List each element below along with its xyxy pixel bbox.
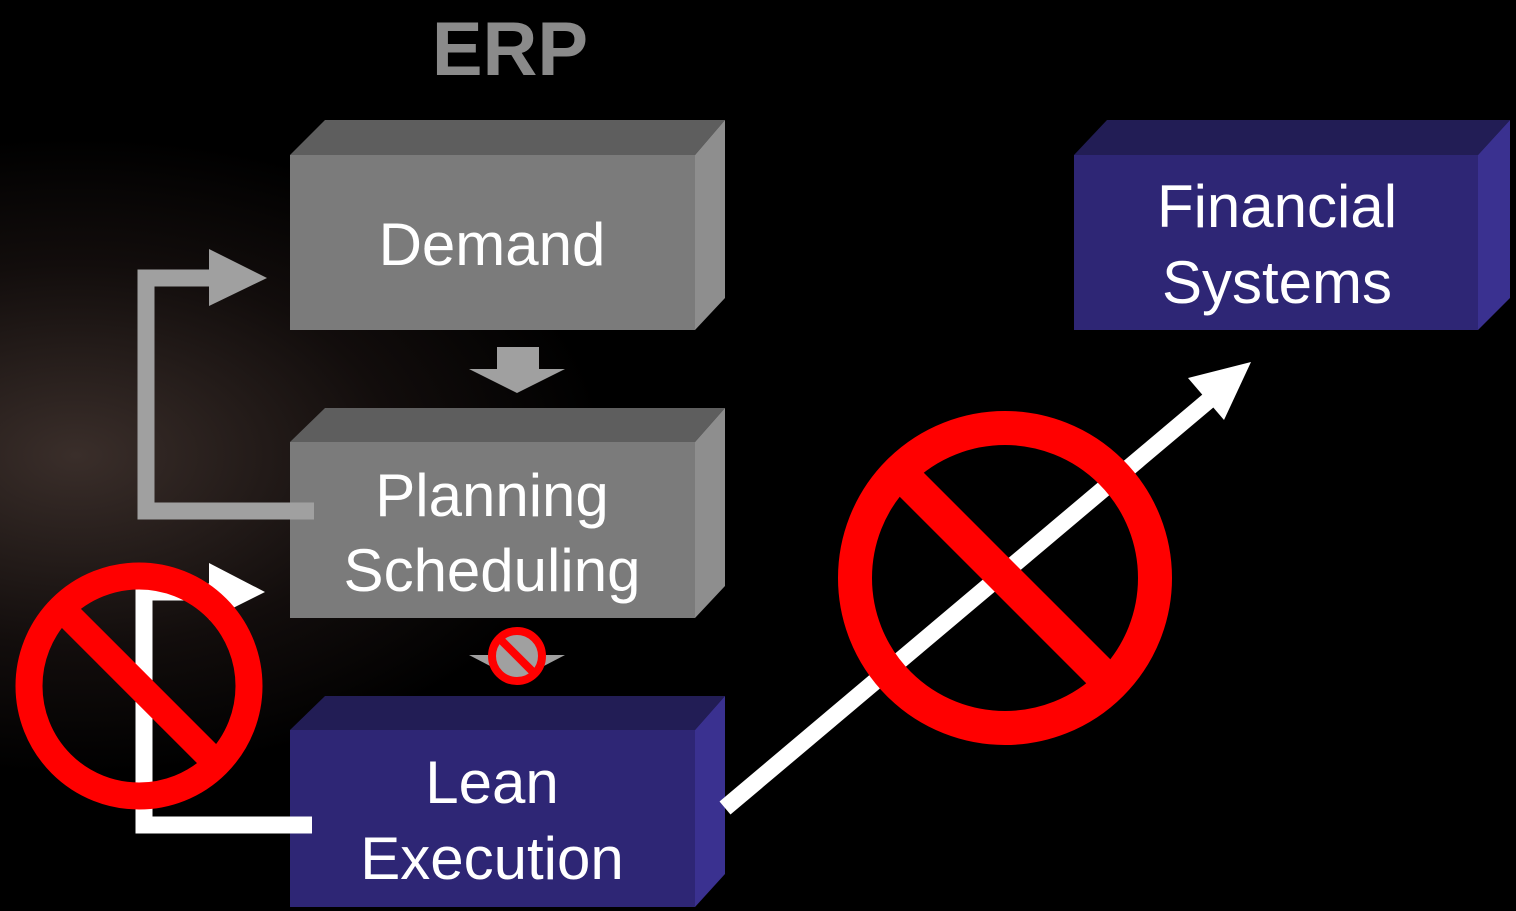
scheduling-label: Scheduling <box>344 537 641 604</box>
financial-systems-box: Financial Systems <box>1074 120 1510 330</box>
blocked-down-arrow <box>469 627 565 685</box>
prohibition-icon <box>838 411 1172 745</box>
diagonal-arrow-white <box>719 362 1251 815</box>
arrow-icon <box>469 347 565 393</box>
prohibition-icon <box>15 562 263 810</box>
diagram-title: ERP <box>432 7 588 92</box>
execution-label: Execution <box>360 825 624 892</box>
lean-label: Lean <box>425 749 558 816</box>
planning-scheduling-box: Planning Scheduling <box>290 408 725 618</box>
financial-label: Financial <box>1157 173 1397 240</box>
feedback-arrow-grey <box>137 249 314 520</box>
demand-label: Demand <box>379 211 606 278</box>
demand-box: Demand <box>290 120 725 330</box>
planning-label: Planning <box>375 462 609 529</box>
prohibition-icon <box>488 627 546 685</box>
lean-execution-box: Lean Execution <box>290 696 725 907</box>
systems-label: Systems <box>1162 249 1392 316</box>
